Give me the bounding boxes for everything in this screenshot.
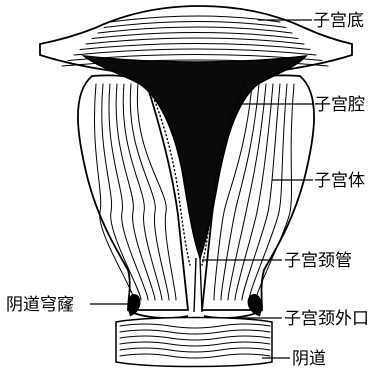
label-body: 子宫体 <box>314 171 365 191</box>
label-cervical-canal: 子宫颈管 <box>284 251 352 271</box>
myometrium-fiber-left <box>102 84 141 300</box>
label-fornix: 阴道穹窿 <box>6 295 74 315</box>
label-cavity: 子宫腔 <box>314 95 365 115</box>
label-vagina: 阴道 <box>292 349 326 369</box>
myometrium-fiber-left <box>116 84 155 300</box>
label-external-os: 子宫颈外口 <box>284 309 369 329</box>
cervical-canal <box>194 258 202 312</box>
myometrium-fiber-right <box>235 84 273 300</box>
vaginal-walls <box>116 318 272 367</box>
label-fundus: 子宫底 <box>313 11 364 31</box>
